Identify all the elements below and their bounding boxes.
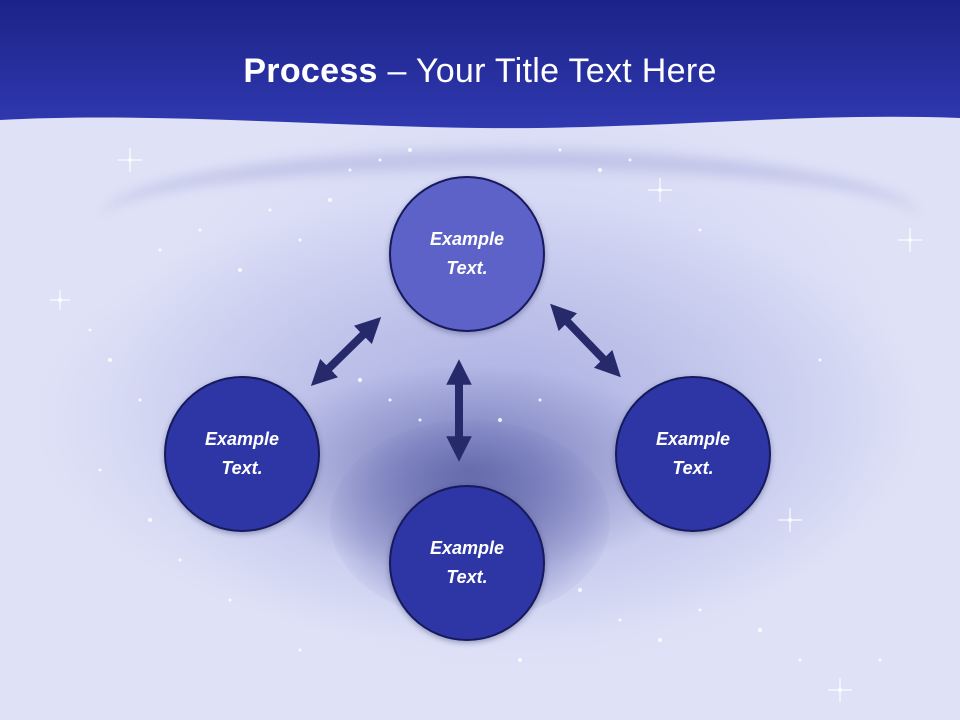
title-text: – Your Title Text Here [377,52,717,90]
node-left-label: Example Text. [204,429,280,478]
node-right-label: Example Text. [655,429,731,478]
process-node-top: Example Text. [389,176,545,332]
arrow-top-left [310,317,382,386]
arrow-top-right [550,303,621,378]
process-node-bottom: Example Text. [389,485,545,641]
slide-title: Process – Your Title Text Here [0,52,960,91]
process-node-left: Example Text. [164,376,320,532]
title-bold-text: Process [243,52,378,90]
node-bottom-label: Example Text. [429,538,505,587]
process-node-right: Example Text. [615,376,771,532]
node-top-label: Example Text. [429,229,505,278]
header-band [0,0,960,129]
